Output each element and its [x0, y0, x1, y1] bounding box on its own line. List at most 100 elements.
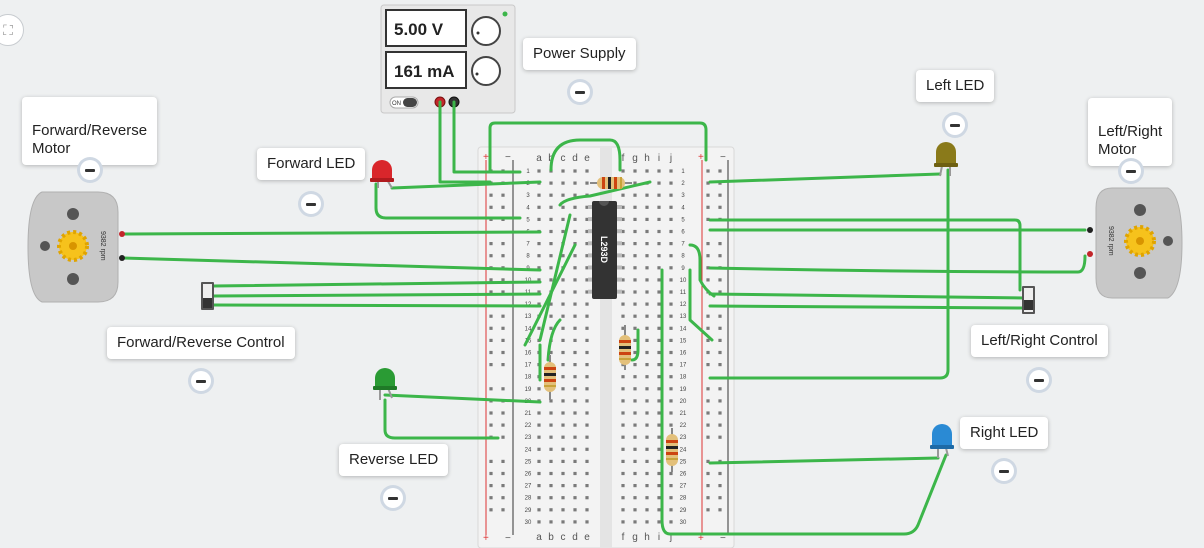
note-right-led[interactable]: Right LED — [960, 417, 1049, 449]
row-label-left: 1 — [526, 169, 530, 175]
column-label-top: h — [644, 153, 650, 164]
row-label-right: 6 — [681, 230, 685, 236]
row-label-left: 23 — [525, 435, 532, 441]
chip-pin[interactable] — [616, 205, 622, 209]
chip-pin[interactable] — [588, 205, 594, 209]
column-label-top: a — [536, 153, 542, 164]
column-label-bottom: h — [644, 532, 650, 543]
note-forward-led-text: Forward LED — [267, 155, 356, 172]
note-left-led[interactable]: Left LED — [916, 70, 995, 102]
left-led[interactable] — [934, 142, 958, 177]
chip-pin[interactable] — [588, 253, 594, 258]
row-label-right: 28 — [680, 496, 687, 502]
svg-text:+: + — [698, 152, 704, 163]
collapse-reverse-led-icon[interactable] — [383, 488, 403, 508]
note-forward-led[interactable]: Forward LED — [257, 148, 366, 180]
row-label-left: 30 — [525, 520, 532, 526]
column-label-bottom: f — [622, 532, 625, 543]
row-label-right: 13 — [680, 314, 687, 320]
chip-pin[interactable] — [616, 241, 622, 246]
row-label-left: 17 — [525, 363, 532, 369]
svg-text:+: + — [483, 152, 489, 163]
collapse-fr-motor-icon[interactable] — [80, 160, 100, 180]
note-left-right-motor[interactable]: Left/Right Motor — [1088, 98, 1173, 166]
note-right-led-text: Right LED — [970, 424, 1039, 441]
collapse-lr-control-icon[interactable] — [1029, 370, 1049, 390]
row-label-right: 21 — [680, 411, 687, 417]
reverse-led[interactable] — [373, 368, 397, 400]
row-label-left: 21 — [525, 411, 532, 417]
collapse-lr-motor-icon[interactable] — [1121, 161, 1141, 181]
row-label-right: 5 — [681, 217, 685, 223]
note-reverse-led[interactable]: Reverse LED — [339, 444, 449, 476]
row-label-right: 12 — [680, 302, 687, 308]
collapse-right-led-icon[interactable] — [994, 461, 1014, 481]
wires[interactable] — [120, 100, 1087, 536]
left-right-motor[interactable]: 9382 rpm — [1087, 187, 1183, 299]
note-forward-reverse-motor[interactable]: Forward/Reverse Motor — [22, 97, 158, 165]
row-label-left: 24 — [525, 447, 532, 453]
row-label-right: 1 — [681, 169, 685, 175]
column-label-top: e — [584, 153, 590, 164]
svg-text:−: − — [720, 152, 726, 163]
collapse-fr-control-icon[interactable] — [191, 371, 211, 391]
column-label-top: i — [658, 153, 660, 164]
svg-text:+: + — [483, 533, 489, 544]
chip-pin[interactable] — [616, 229, 622, 234]
forward-reverse-switch[interactable] — [201, 282, 214, 310]
chip-pin[interactable] — [588, 217, 594, 222]
chip-pin[interactable] — [616, 289, 622, 294]
row-label-right: 22 — [680, 423, 687, 429]
l293d-chip[interactable]: L293D — [588, 201, 622, 299]
row-label-right: 26 — [680, 472, 687, 478]
chip-pin[interactable] — [616, 217, 622, 222]
chip-pin[interactable] — [616, 277, 622, 282]
voltage-knob[interactable] — [471, 16, 501, 46]
note-power-supply[interactable]: Power Supply — [523, 38, 636, 70]
forward-reverse-motor[interactable]: 9382 rpm — [27, 191, 125, 303]
chip-pin[interactable] — [588, 241, 594, 246]
collapse-left-led-icon[interactable] — [945, 115, 965, 135]
row-label-right: 11 — [680, 290, 687, 296]
row-label-left: 25 — [525, 459, 532, 465]
column-label-bottom: j — [669, 532, 672, 543]
collapse-power-supply-icon[interactable] — [570, 82, 590, 102]
row-label-left: 26 — [525, 472, 532, 478]
chip-pin[interactable] — [616, 265, 622, 270]
power-switch[interactable] — [403, 98, 417, 107]
chip-pin[interactable] — [588, 229, 594, 234]
chip-pin[interactable] — [588, 289, 594, 294]
row-label-right: 27 — [680, 484, 687, 490]
svg-text:−: − — [720, 533, 726, 544]
power-supply[interactable]: 5.00 V 161 mA ON — [380, 4, 516, 114]
svg-text:−: − — [505, 152, 511, 163]
lr-motor-rpm: 9382 rpm — [1107, 226, 1114, 256]
note-fr-control-text: Forward/Reverse Control — [117, 334, 285, 351]
chip-pin[interactable] — [588, 277, 594, 282]
row-label-right: 15 — [680, 338, 687, 344]
forward-led[interactable] — [370, 160, 394, 189]
current-knob[interactable] — [471, 56, 501, 86]
note-fr-motor-text: Forward/Reverse Motor — [32, 122, 148, 157]
row-label-left: 19 — [525, 387, 532, 393]
note-forward-reverse-control[interactable]: Forward/Reverse Control — [107, 327, 295, 359]
right-led[interactable] — [930, 424, 954, 458]
row-label-right: 7 — [681, 242, 685, 248]
chip-pin[interactable] — [616, 253, 622, 258]
left-right-switch[interactable] — [1022, 286, 1035, 314]
row-label-left: 16 — [525, 351, 532, 357]
row-label-left: 22 — [525, 423, 532, 429]
power-on-label: ON — [392, 101, 401, 107]
note-left-right-control[interactable]: Left/Right Control — [971, 325, 1108, 357]
resistors[interactable] — [544, 177, 678, 472]
row-label-right: 4 — [681, 205, 685, 211]
row-label-right: 29 — [680, 508, 687, 514]
row-label-left: 7 — [526, 242, 530, 248]
fr-motor-rpm: 9382 rpm — [99, 231, 106, 261]
note-lr-motor-text: Left/Right Motor — [1098, 123, 1163, 158]
collapse-forward-led-icon[interactable] — [301, 194, 321, 214]
row-label-left: 4 — [526, 205, 530, 211]
chip-pin[interactable] — [588, 265, 594, 270]
